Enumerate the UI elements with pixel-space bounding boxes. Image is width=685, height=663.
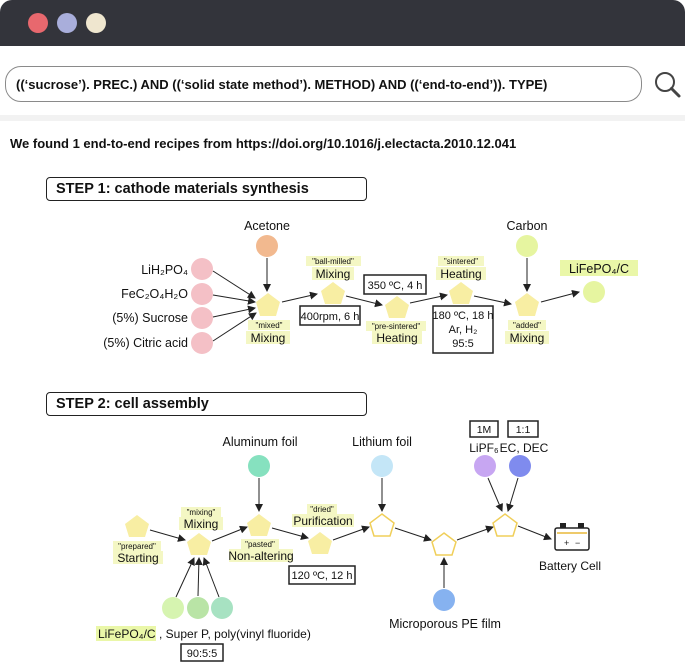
carbon-node[interactable] [516,235,538,257]
pre-sintered-op-node[interactable] [385,296,409,318]
condition-label: 180 ºC, 18 h [433,310,494,322]
materials-label: , Super P, poly(vinyl fluoride) [159,627,311,641]
op-tag: "added" [513,321,541,330]
mixed-op-node[interactable] [256,293,280,316]
precursor-label: FeC₂O₄H₂O [121,287,188,301]
op-tag: "pasted" [245,540,275,549]
separator-node[interactable] [433,589,455,611]
precursor-node[interactable] [191,332,213,354]
ball-milled-op-node[interactable] [321,282,345,304]
separator-label: Microporous PE film [389,617,501,631]
condition-label: 400rpm, 6 h [301,311,360,323]
mixing-op-node[interactable] [187,533,211,555]
op-label: Purification [293,514,352,528]
maximize-dot-icon[interactable] [86,13,106,33]
precursor-node[interactable] [191,307,213,329]
product-label: LiFePO₄/C [569,262,629,276]
assembly-op-node[interactable] [431,532,457,556]
svg-text:+: + [564,538,569,548]
added-op-node[interactable] [515,293,539,316]
lipf6-node[interactable] [474,455,496,477]
acetone-node[interactable] [256,235,278,257]
carbon-label: Carbon [507,219,548,233]
battery-icon[interactable]: + − [554,523,590,551]
search-query[interactable]: ((‘sucrose’). PREC.) AND ((‘solid state … [16,77,548,92]
starting-op-node[interactable] [125,515,149,537]
lithium-node[interactable] [371,455,393,477]
search-icon[interactable] [652,66,684,102]
step1-title: STEP 1: cathode materials synthesis [46,177,367,201]
precursor-label: (5%) Sucrose [112,311,188,325]
ratio-label: 1:1 [516,424,531,436]
assembly-op-node[interactable] [369,513,395,537]
lithium-label: Lithium foil [352,435,412,449]
condition-label: Ar, H₂ [449,324,478,336]
step2-title: STEP 2: cell assembly [46,392,367,416]
material-node[interactable] [187,597,209,619]
svg-text:−: − [575,538,580,548]
op-tag: "prepared" [118,542,156,551]
minimize-dot-icon[interactable] [57,13,77,33]
precursor-node[interactable] [191,258,213,280]
result-summary: We found 1 end-to-end recipes from https… [10,136,517,151]
op-tag: "mixed" [255,321,282,330]
product-node[interactable] [583,281,605,303]
condition-label: 95:5 [452,338,473,350]
precursor-label: (5%) Citric acid [103,336,188,350]
op-label: Mixing [316,267,351,281]
material-node[interactable] [211,597,233,619]
window-titlebar [0,0,685,46]
op-label: Mixing [251,331,286,345]
op-label: Mixing [510,331,545,345]
op-label: Heating [376,331,417,345]
materials-ratio: 90:5:5 [187,648,218,660]
op-label: Mixing [184,517,219,531]
op-label: Heating [440,267,481,281]
ecdec-label: EC, DEC [500,441,549,455]
acetone-label: Acetone [244,219,290,233]
assembly-op-node[interactable] [492,513,518,537]
materials-highlight: LiFePO₄/C [98,627,156,641]
precursor-node[interactable] [191,283,213,305]
condition-label: 350 ºC, 4 h [368,280,423,292]
op-tag: "dried" [310,505,334,514]
op-label: Starting [117,551,158,565]
op-tag: "pre-sintered" [372,322,421,331]
ecdec-node[interactable] [509,455,531,477]
sintered-op-node[interactable] [449,282,473,304]
aluminum-label: Aluminum foil [222,435,297,449]
dried-op-node[interactable] [308,532,332,554]
aluminum-node[interactable] [248,455,270,477]
material-node[interactable] [162,597,184,619]
op-label: Non-altering [228,549,293,563]
pasted-op-node[interactable] [247,514,271,536]
concentration-label: 1M [477,424,492,436]
condition-label: 120 ºC, 12 h [292,570,353,582]
close-dot-icon[interactable] [28,13,48,33]
op-tag: "mixing" [187,508,216,517]
battery-label: Battery Cell [539,559,601,573]
op-tag: "sintered" [444,257,478,266]
lipf6-label: LiPF₆ [469,441,499,455]
op-tag: "ball-milled" [312,257,354,266]
search-bar[interactable]: ((‘sucrose’). PREC.) AND ((‘solid state … [5,66,642,102]
divider [0,115,685,121]
precursor-label: LiH₂PO₄ [141,263,188,277]
